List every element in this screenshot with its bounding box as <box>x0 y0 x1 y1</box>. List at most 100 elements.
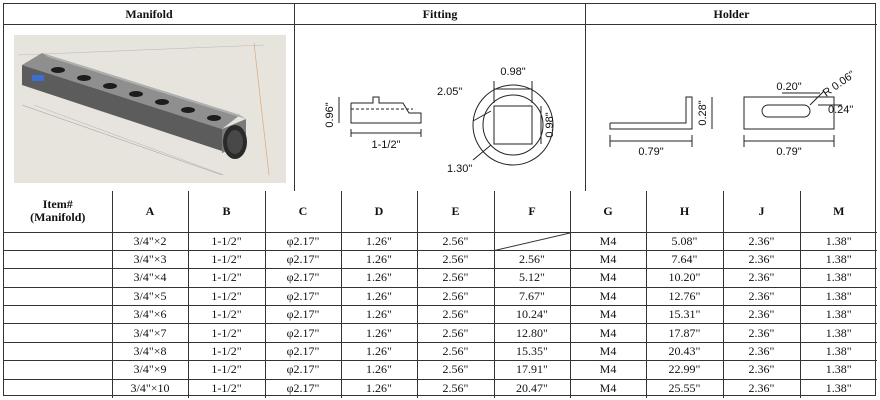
table-cell: 1.38" <box>799 378 877 398</box>
column-header-g: G <box>569 191 647 233</box>
table-cell: 3/4"×4 <box>111 268 189 288</box>
table-cell: 1.38" <box>799 268 877 288</box>
table-cell: M4 <box>569 249 647 270</box>
table-cell: 2.56" <box>416 378 495 398</box>
table-cell: 7.67" <box>493 286 571 307</box>
table-cell: 3/4"×3 <box>111 249 189 270</box>
table-cell: φ2.17" <box>264 305 342 325</box>
table-cell: 1.26" <box>340 231 418 251</box>
fitting-dim-height: 0.96" <box>324 102 336 127</box>
table-cell: 1.26" <box>340 378 418 398</box>
table-cell: 22.99" <box>645 360 724 380</box>
table-cell: 2.36" <box>722 268 801 288</box>
table-cell: 2.56" <box>493 249 571 270</box>
manifold-heading: Manifold <box>4 4 295 25</box>
holder-panel: 0.28" 0.79" 0.20" R 0.06" 0.24" 0.79" <box>586 25 877 191</box>
holder-dim-length-left: 0.79" <box>638 146 663 158</box>
column-header-f: F <box>493 191 571 233</box>
table-cell: 1.38" <box>799 231 877 251</box>
holder-dim-slot: 0.20" <box>776 81 801 93</box>
table-cell: φ2.17" <box>264 249 342 270</box>
fitting-dim-bottom: 1.30" <box>447 163 472 175</box>
table-cell: 1.26" <box>340 341 418 362</box>
table-cell: 17.91" <box>493 360 571 380</box>
fitting-heading: Fitting <box>295 4 586 25</box>
table-cell <box>4 268 113 288</box>
table-cell: 2.56" <box>416 323 495 343</box>
table-cell: 12.80" <box>493 323 571 343</box>
manifold-illustration <box>17 42 270 176</box>
table-cell: 2.56" <box>416 305 495 325</box>
table-cell: 2.56" <box>416 268 495 288</box>
table-cell: 1-1/2" <box>187 341 266 362</box>
table-cell: 1.38" <box>799 341 877 362</box>
table-cell: 2.36" <box>722 341 801 362</box>
table-cell: φ2.17" <box>264 341 342 362</box>
table-cell: φ2.17" <box>264 378 342 398</box>
table-cell: M4 <box>569 360 647 380</box>
table-cell <box>4 249 113 270</box>
table-cell: 2.36" <box>722 231 801 251</box>
manifold-ports <box>51 67 221 121</box>
table-cell: 2.56" <box>416 341 495 362</box>
fitting-dim-length: 1-1/2" <box>372 139 401 151</box>
table-cell: 20.43" <box>645 341 724 362</box>
table-cell: M4 <box>569 286 647 307</box>
table-cell: φ2.17" <box>264 268 342 288</box>
table-cell: 2.36" <box>722 323 801 343</box>
table-cell: M4 <box>569 323 647 343</box>
column-header-a: A <box>111 191 189 233</box>
table-cell: 3/4"×7 <box>111 323 189 343</box>
table-cell <box>4 305 113 325</box>
fitting-dim-outer: 2.05" <box>437 86 462 98</box>
table-cell: 3/4"×9 <box>111 360 189 380</box>
table-cell <box>4 360 113 380</box>
table-cell: 1.26" <box>340 249 418 270</box>
table-cell: 10.24" <box>493 305 571 325</box>
table-cell: 1-1/2" <box>187 360 266 380</box>
fitting-dim-top: 0.98" <box>500 66 525 78</box>
table-cell: 5.08" <box>645 231 724 251</box>
table-cell: 1.38" <box>799 305 877 325</box>
table-cell: 20.47" <box>493 378 571 398</box>
table-cell: M4 <box>569 341 647 362</box>
table-cell: 2.36" <box>722 249 801 270</box>
holder-dim-height: 0.28" <box>697 100 709 125</box>
table-cell: 3/4"×5 <box>111 286 189 307</box>
table-cell <box>4 231 113 251</box>
table-cell: 2.36" <box>722 286 801 307</box>
table-cell: 3/4"×2 <box>111 231 189 251</box>
table-cell: 1.26" <box>340 286 418 307</box>
table-cell: 3/4"×8 <box>111 341 189 362</box>
table-cell: 2.56" <box>416 231 495 251</box>
table-cell: 1-1/2" <box>187 249 266 270</box>
column-header-d: D <box>340 191 418 233</box>
table-cell: 1-1/2" <box>187 231 266 251</box>
table-cell <box>4 323 113 343</box>
table-cell: 17.87" <box>645 323 724 343</box>
holder-dim-radius: R 0.06" <box>821 69 858 100</box>
table-cell: 1.38" <box>799 286 877 307</box>
table-cell: 2.36" <box>722 378 801 398</box>
table-cell: M4 <box>569 268 647 288</box>
table-cell: 7.64" <box>645 249 724 270</box>
table-cell: 1.26" <box>340 268 418 288</box>
table-cell: 10.20" <box>645 268 724 288</box>
table-cell: 1-1/2" <box>187 323 266 343</box>
column-header-c: C <box>264 191 342 233</box>
table-cell <box>4 286 113 307</box>
table-cell <box>4 341 113 362</box>
holder-dim-slot-height: 0.24" <box>828 104 853 116</box>
table-cell: 3/4"×10 <box>111 378 189 398</box>
table-cell: 15.31" <box>645 305 724 325</box>
